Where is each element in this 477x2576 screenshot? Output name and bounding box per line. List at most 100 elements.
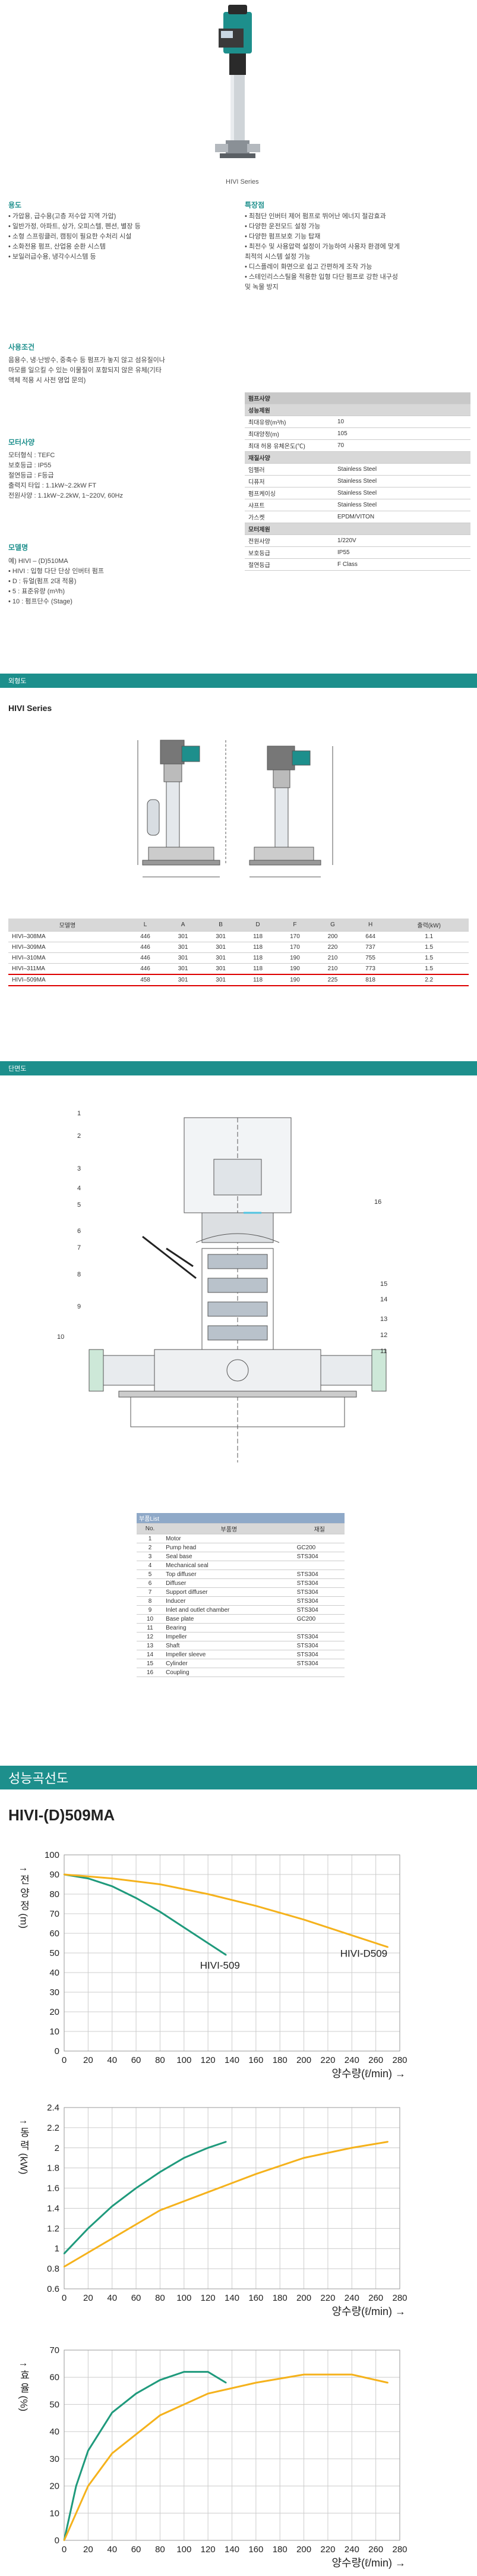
callout-number: 8: [77, 1271, 81, 1278]
data-point: [135, 2187, 137, 2189]
spec-header: 펌프사양: [245, 392, 470, 404]
dimension-cell: 301: [201, 963, 240, 975]
features-title: 특장점: [245, 201, 265, 209]
spec-value: 105: [334, 427, 470, 440]
data-point: [351, 2373, 353, 2376]
y-tick-label: 10: [49, 2508, 59, 2518]
parts-cell: STS304: [294, 1605, 345, 1615]
dimension-cell: HIVI–309MA: [8, 942, 127, 953]
x-tick-label: 160: [248, 2055, 263, 2065]
x-tick-label: 80: [155, 2293, 165, 2303]
dimension-cell: 190: [276, 952, 314, 964]
data-point: [207, 1942, 209, 1944]
spec-key: 최대 허용 유체온도(℃): [245, 439, 334, 452]
features-list: • 최첨단 인버터 제어 펌프로 뛰어난 에너지 절감효과• 다양한 운전모드 …: [245, 212, 400, 292]
dimension-cell: 301: [164, 974, 202, 986]
parts-cell: 8: [137, 1596, 164, 1606]
dimension-cell: 1.5: [389, 952, 469, 964]
parts-cell: Seal base: [163, 1552, 295, 1561]
spec-value: Stainless Steel: [334, 463, 470, 476]
x-tick-label: 20: [83, 2293, 93, 2303]
y-tick-label: 40: [49, 2427, 59, 2437]
spec-value: IP55: [334, 546, 470, 559]
dimension-cell: 1.5: [389, 942, 469, 953]
spec-key: 최대유량(m³/h): [245, 416, 334, 428]
spec-value: 70: [334, 439, 470, 452]
conditions-line: 마모를 일으킬 수 있는 이물질이 포함되지 않은 유체(기타: [8, 367, 162, 374]
parts-cell: STS304: [294, 1596, 345, 1606]
performance-model-title: HIVI-(D)509MA: [8, 1806, 115, 1824]
spec-key: 보호등급: [245, 546, 334, 559]
dimension-cell: 220: [314, 942, 352, 953]
y-tick-label: 80: [49, 1889, 59, 1899]
spec-value: F Class: [334, 558, 470, 571]
parts-cell: [294, 1623, 345, 1633]
y-axis-label: ↑ 전 양 정 (m): [18, 1867, 30, 1929]
y-axis-label: ↑ 효 율 (%): [18, 2362, 30, 2411]
dimension-cell: 301: [164, 952, 202, 964]
data-point: [207, 2147, 209, 2149]
spec-group: 재질사양: [245, 451, 470, 464]
dimension-header: D: [239, 919, 276, 932]
y-tick-label: 50: [49, 2399, 59, 2410]
dimension-cell: 118: [239, 942, 276, 953]
product-hero: [178, 5, 297, 183]
data-point: [111, 2205, 113, 2207]
parts-cell: 4: [137, 1561, 164, 1570]
x-tick-label: 40: [107, 2544, 117, 2555]
plot-frame: [64, 1854, 400, 2052]
performance-band-label: 성능곡선도: [8, 1771, 69, 1786]
y-tick-label: 90: [49, 1870, 59, 1880]
dimension-drawing-svg: [137, 740, 333, 877]
dimension-cell: 190: [276, 963, 314, 975]
parts-cell: Shaft: [163, 1641, 295, 1650]
data-point: [207, 1893, 209, 1895]
x-tick-label: 0: [62, 2293, 67, 2303]
spec-value: 1/220V: [334, 534, 470, 547]
parts-cell: STS304: [294, 1641, 345, 1650]
parts-cell: 15: [137, 1659, 164, 1668]
spec-key: 가스켓: [245, 511, 334, 523]
parts-cell: STS304: [294, 1632, 345, 1641]
callout-number: 3: [77, 1165, 81, 1172]
feature-item: 최적의 시스템 설정 가능: [245, 253, 311, 260]
data-point: [387, 2382, 389, 2384]
data-point: [183, 1926, 185, 1929]
dimension-cell: 818: [351, 974, 390, 986]
model-line: • D : 듀얼(펌프 2대 적용): [8, 578, 77, 585]
dimension-cell: 170: [276, 931, 314, 942]
x-axis-label: 양수량(ℓ/min) →: [332, 2068, 406, 2080]
x-tick-label: 100: [176, 2544, 191, 2555]
x-tick-label: 200: [296, 2055, 311, 2065]
cross-section-band-label: 단면도: [8, 1065, 27, 1072]
x-tick-label: 80: [155, 2544, 165, 2555]
motor-line: 출력지 타입 : 1.1kW~2.2kW FT: [8, 482, 97, 489]
x-tick-label: 220: [320, 2055, 335, 2065]
callout-number: 9: [77, 1303, 81, 1310]
parts-cell: Inlet and outlet chamber: [163, 1605, 295, 1615]
x-tick-label: 140: [225, 2544, 239, 2555]
parts-cell: Support diffuser: [163, 1587, 295, 1597]
parts-cell: 3: [137, 1552, 164, 1561]
dimension-cell: 301: [201, 942, 240, 953]
spec-group: 성능제원: [245, 404, 470, 416]
dimension-cell: 2.2: [389, 974, 469, 986]
y-tick-label: 30: [49, 2454, 59, 2464]
parts-cell: Cylinder: [163, 1659, 295, 1668]
pump-product-image: [215, 5, 260, 158]
plot-frame: [64, 2349, 400, 2541]
x-tick-label: 240: [345, 2055, 359, 2065]
spec-key: 최대양정(m): [245, 427, 334, 440]
spec-key: 절연등급: [245, 558, 334, 571]
series-label: HIVI Series: [226, 178, 259, 185]
y-tick-label: 1: [55, 2244, 59, 2254]
